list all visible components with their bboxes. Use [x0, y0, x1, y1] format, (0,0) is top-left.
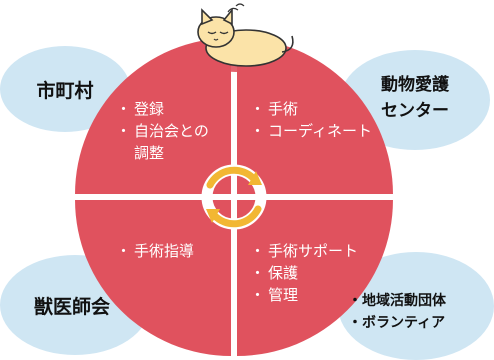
quadrant-bottom-left-text: ・手術指導	[116, 240, 194, 262]
list-item-continuation: 調整	[134, 144, 165, 162]
sleeping-cat-icon	[192, 3, 294, 72]
label-community-groups-line2: ・ボランティア	[348, 315, 446, 331]
list-item-label: 管理	[268, 286, 299, 304]
list-item-label: 手術サポート	[268, 242, 359, 260]
label-animal-center-line1: 動物愛護	[381, 75, 449, 95]
list-item: ・管理	[250, 286, 299, 304]
list-item: ・コーディネート	[250, 122, 372, 140]
quadrant-top-left-text: ・登録 ・自治会との 調整	[116, 98, 209, 164]
list-item-label: 登録	[134, 100, 165, 118]
quadrant-top-right-text: ・手術 ・コーディネート	[250, 98, 372, 142]
list-item: ・自治会との	[116, 122, 209, 140]
label-animal-center: 動物愛護 センター	[348, 72, 482, 124]
label-vet-association: 獣医師会	[33, 296, 110, 318]
label-animal-center-line2: センター	[381, 101, 449, 121]
list-item-label: 手術	[268, 100, 299, 118]
list-item: ・登録	[116, 100, 165, 118]
quadrant-bottom-right-text: ・手術サポート ・保護 ・管理	[250, 240, 358, 306]
list-item: ・手術指導	[116, 242, 195, 260]
list-item-label: 手術指導	[134, 242, 195, 260]
list-item: ・保護	[250, 264, 299, 282]
list-item-label: 保護	[268, 264, 299, 282]
quadrant-top-left	[75, 38, 232, 194]
circular-arrows-icon	[201, 164, 267, 230]
label-community-groups: ・地域活動団体 ・ボランティア	[348, 290, 492, 334]
label-municipality: 市町村	[36, 80, 94, 102]
list-item: ・手術サポート	[250, 242, 359, 260]
quadrant-bottom-left	[75, 200, 232, 356]
list-item-label: コーディネート	[268, 122, 372, 140]
quadrant-top-right	[237, 38, 393, 194]
label-community-groups-line1: ・地域活動団体	[348, 293, 446, 309]
list-item-label: 自治会との	[134, 122, 209, 140]
list-item: ・手術	[250, 100, 299, 118]
quadrant-bottom-right	[237, 200, 393, 356]
